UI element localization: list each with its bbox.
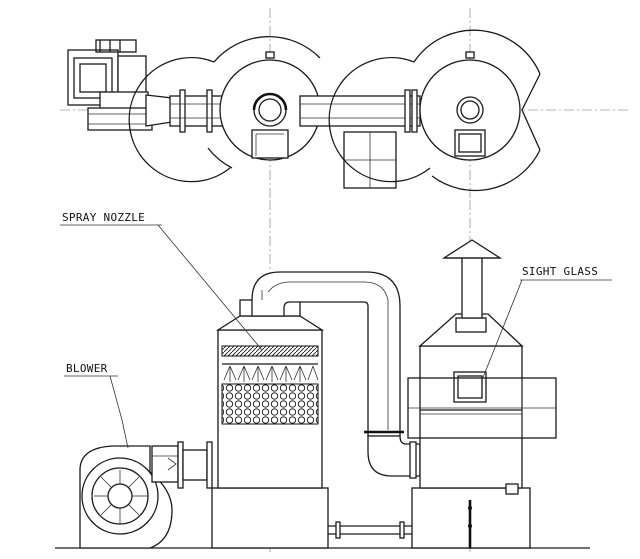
label-blower: BLOWER	[66, 362, 108, 375]
elev-mist-tower	[407, 239, 557, 549]
elevation-view	[55, 200, 590, 552]
sight-glass-window	[453, 371, 487, 403]
plan-tower-left	[128, 36, 321, 183]
elev-blower	[79, 441, 213, 549]
spray-cones	[223, 365, 319, 382]
label-spray-nozzle: SPRAY NOZZLE	[62, 211, 145, 224]
plan-blower-motor	[67, 39, 173, 131]
plan-inlet-duct	[169, 89, 231, 133]
elev-transfer-duct	[251, 271, 421, 479]
leader-sight-glass	[481, 279, 523, 381]
leader-blower	[109, 375, 129, 449]
callouts: SPRAY NOZZLE BLOWER SIGHT GLASS	[60, 211, 612, 449]
plan-tower-right	[328, 29, 541, 192]
leader-spray-nozzle	[157, 224, 263, 351]
label-sight-glass: SIGHT GLASS	[522, 265, 598, 278]
plan-view	[60, 8, 630, 200]
plan-connecting-duct	[299, 89, 421, 189]
elev-bottom-pipe	[328, 521, 412, 539]
elev-scrubber-tower	[211, 299, 329, 549]
packing-bed	[221, 383, 319, 425]
